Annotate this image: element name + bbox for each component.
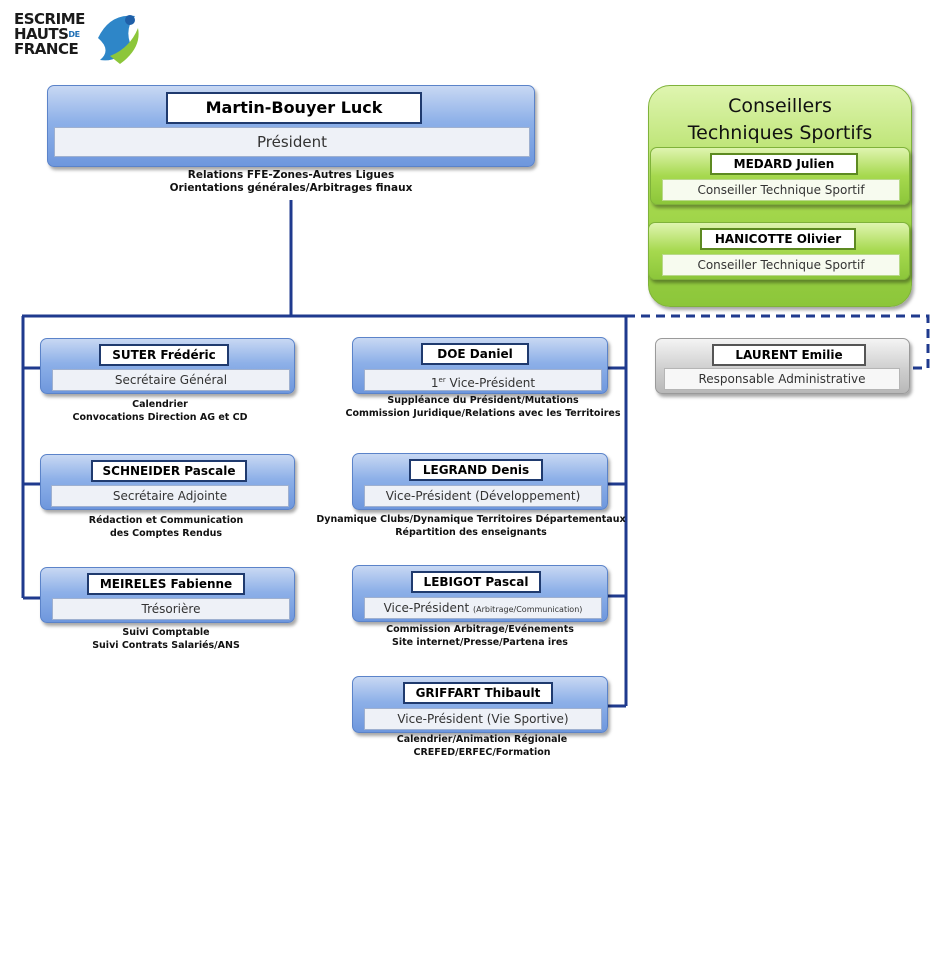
griffart-role: Vice-Président (Vie Sportive) (364, 708, 602, 730)
president-card: Martin-Bouyer Luck Président (47, 85, 535, 167)
doe-role-text: Vice-Président (445, 376, 536, 390)
ctsp-card-1: MEDARD Julien Conseiller Technique Sport… (650, 147, 910, 205)
president-desc-1: Relations FFE-Zones-Autres Ligues (187, 169, 395, 181)
doe-desc-1: Suppléance du Président/Mutations (387, 395, 579, 406)
logo-line-3: FRANCE (14, 40, 79, 58)
meireles-desc-1: Suivi Comptable (122, 627, 210, 638)
admin-name: LAURENT Emilie (712, 344, 866, 366)
doe-desc: Suppléance du Président/Mutations Commis… (330, 394, 636, 420)
doe-desc-2: Commission Juridique/Relations avec les … (345, 408, 621, 419)
admin-card: LAURENT Emilie Responsable Administrativ… (655, 338, 910, 394)
doe-name: DOE Daniel (421, 343, 529, 365)
ctsp-role-2: Conseiller Technique Sportif (662, 254, 900, 276)
doe-role-sup: er (438, 376, 446, 384)
schneider-card: SCHNEIDER Pascale Secrétaire Adjointe (40, 454, 295, 510)
president-name: Martin-Bouyer Luck (166, 92, 422, 124)
lebigot-desc: Commission Arbitrage/Evénements Site int… (352, 623, 608, 649)
doe-role-num: 1 (430, 376, 439, 390)
griffart-name: GRIFFART Thibault (403, 682, 553, 704)
legrand-desc-2: Répartition des enseignants (395, 527, 547, 538)
griffart-desc-1: Calendrier/Animation Régionale (396, 734, 568, 745)
suter-desc: Calendrier Convocations Direction AG et … (40, 398, 280, 424)
griffart-desc: Calendrier/Animation Régionale CREFED/ER… (352, 733, 612, 759)
legrand-role: Vice-Président (Développement) (364, 485, 602, 507)
schneider-desc-2: des Comptes Rendus (109, 528, 223, 539)
escrime-hdf-logo: ESCRIME HAUTSDE FRANCE (10, 8, 140, 70)
griffart-card: GRIFFART Thibault Vice-Président (Vie Sp… (352, 676, 608, 733)
lebigot-role: Vice-Président (Arbitrage/Communication) (364, 597, 602, 619)
ctsp-name-1: MEDARD Julien (710, 153, 858, 175)
admin-dashed-link (626, 314, 930, 370)
lebigot-name: LEBIGOT Pascal (411, 571, 541, 593)
president-desc: Relations FFE-Zones-Autres Ligues Orient… (141, 169, 441, 195)
suter-desc-2: Convocations Direction AG et CD (72, 412, 248, 423)
president-desc-2: Orientations générales/Arbitrages finaux (169, 182, 413, 194)
lebigot-role-text: Vice-Président (383, 601, 473, 615)
doe-role: 1er Vice-Président (364, 369, 602, 391)
meireles-desc-2: Suivi Contrats Salariés/ANS (92, 640, 240, 651)
ctsp-role-1: Conseiller Technique Sportif (662, 179, 900, 201)
doe-card: DOE Daniel 1er Vice-Président (352, 337, 608, 394)
logo-line-1: ESCRIME (14, 10, 85, 28)
logo-line-2b: DE (68, 30, 80, 39)
ctsp-title-1: Conseillers (728, 95, 832, 117)
schneider-desc: Rédaction et Communication des Comptes R… (46, 514, 286, 540)
fencer-emblem-icon (98, 15, 139, 64)
meireles-desc: Suivi Comptable Suivi Contrats Salariés/… (46, 626, 286, 652)
lebigot-card: LEBIGOT Pascal Vice-Président (Arbitrage… (352, 565, 608, 622)
suter-role: Secrétaire Général (52, 369, 290, 391)
ctsp-card-2: HANICOTTE Olivier Conseiller Technique S… (648, 222, 910, 280)
legrand-name: LEGRAND Denis (409, 459, 543, 481)
lebigot-role-detail: (Arbitrage/Communication) (473, 605, 583, 614)
meireles-card: MEIRELES Fabienne Trésorière (40, 567, 295, 623)
legrand-card: LEGRAND Denis Vice-Président (Développem… (352, 453, 608, 510)
president-role: Président (54, 127, 530, 157)
admin-role: Responsable Administrative (664, 368, 900, 390)
ctsp-name-2: HANICOTTE Olivier (700, 228, 856, 250)
lebigot-desc-1: Commission Arbitrage/Evénements (386, 624, 574, 635)
lebigot-desc-2: Site internet/Presse/Partena ires (392, 637, 568, 648)
meireles-role: Trésorière (52, 598, 290, 620)
ctsp-title-2: Techniques Sportifs (687, 122, 873, 144)
legrand-desc-1: Dynamique Clubs/Dynamique Territoires Dé… (316, 514, 626, 525)
griffart-desc-2: CREFED/ERFEC/Formation (413, 747, 551, 758)
suter-desc-1: Calendrier (132, 399, 188, 410)
schneider-role: Secrétaire Adjointe (51, 485, 289, 507)
legrand-desc: Dynamique Clubs/Dynamique Territoires Dé… (306, 513, 636, 539)
suter-name: SUTER Frédéric (99, 344, 229, 366)
meireles-name: MEIRELES Fabienne (87, 573, 245, 595)
suter-card: SUTER Frédéric Secrétaire Général (40, 338, 295, 394)
schneider-desc-1: Rédaction et Communication (88, 515, 244, 526)
logo-line-2: HAUTS (14, 25, 69, 43)
schneider-name: SCHNEIDER Pascale (91, 460, 247, 482)
